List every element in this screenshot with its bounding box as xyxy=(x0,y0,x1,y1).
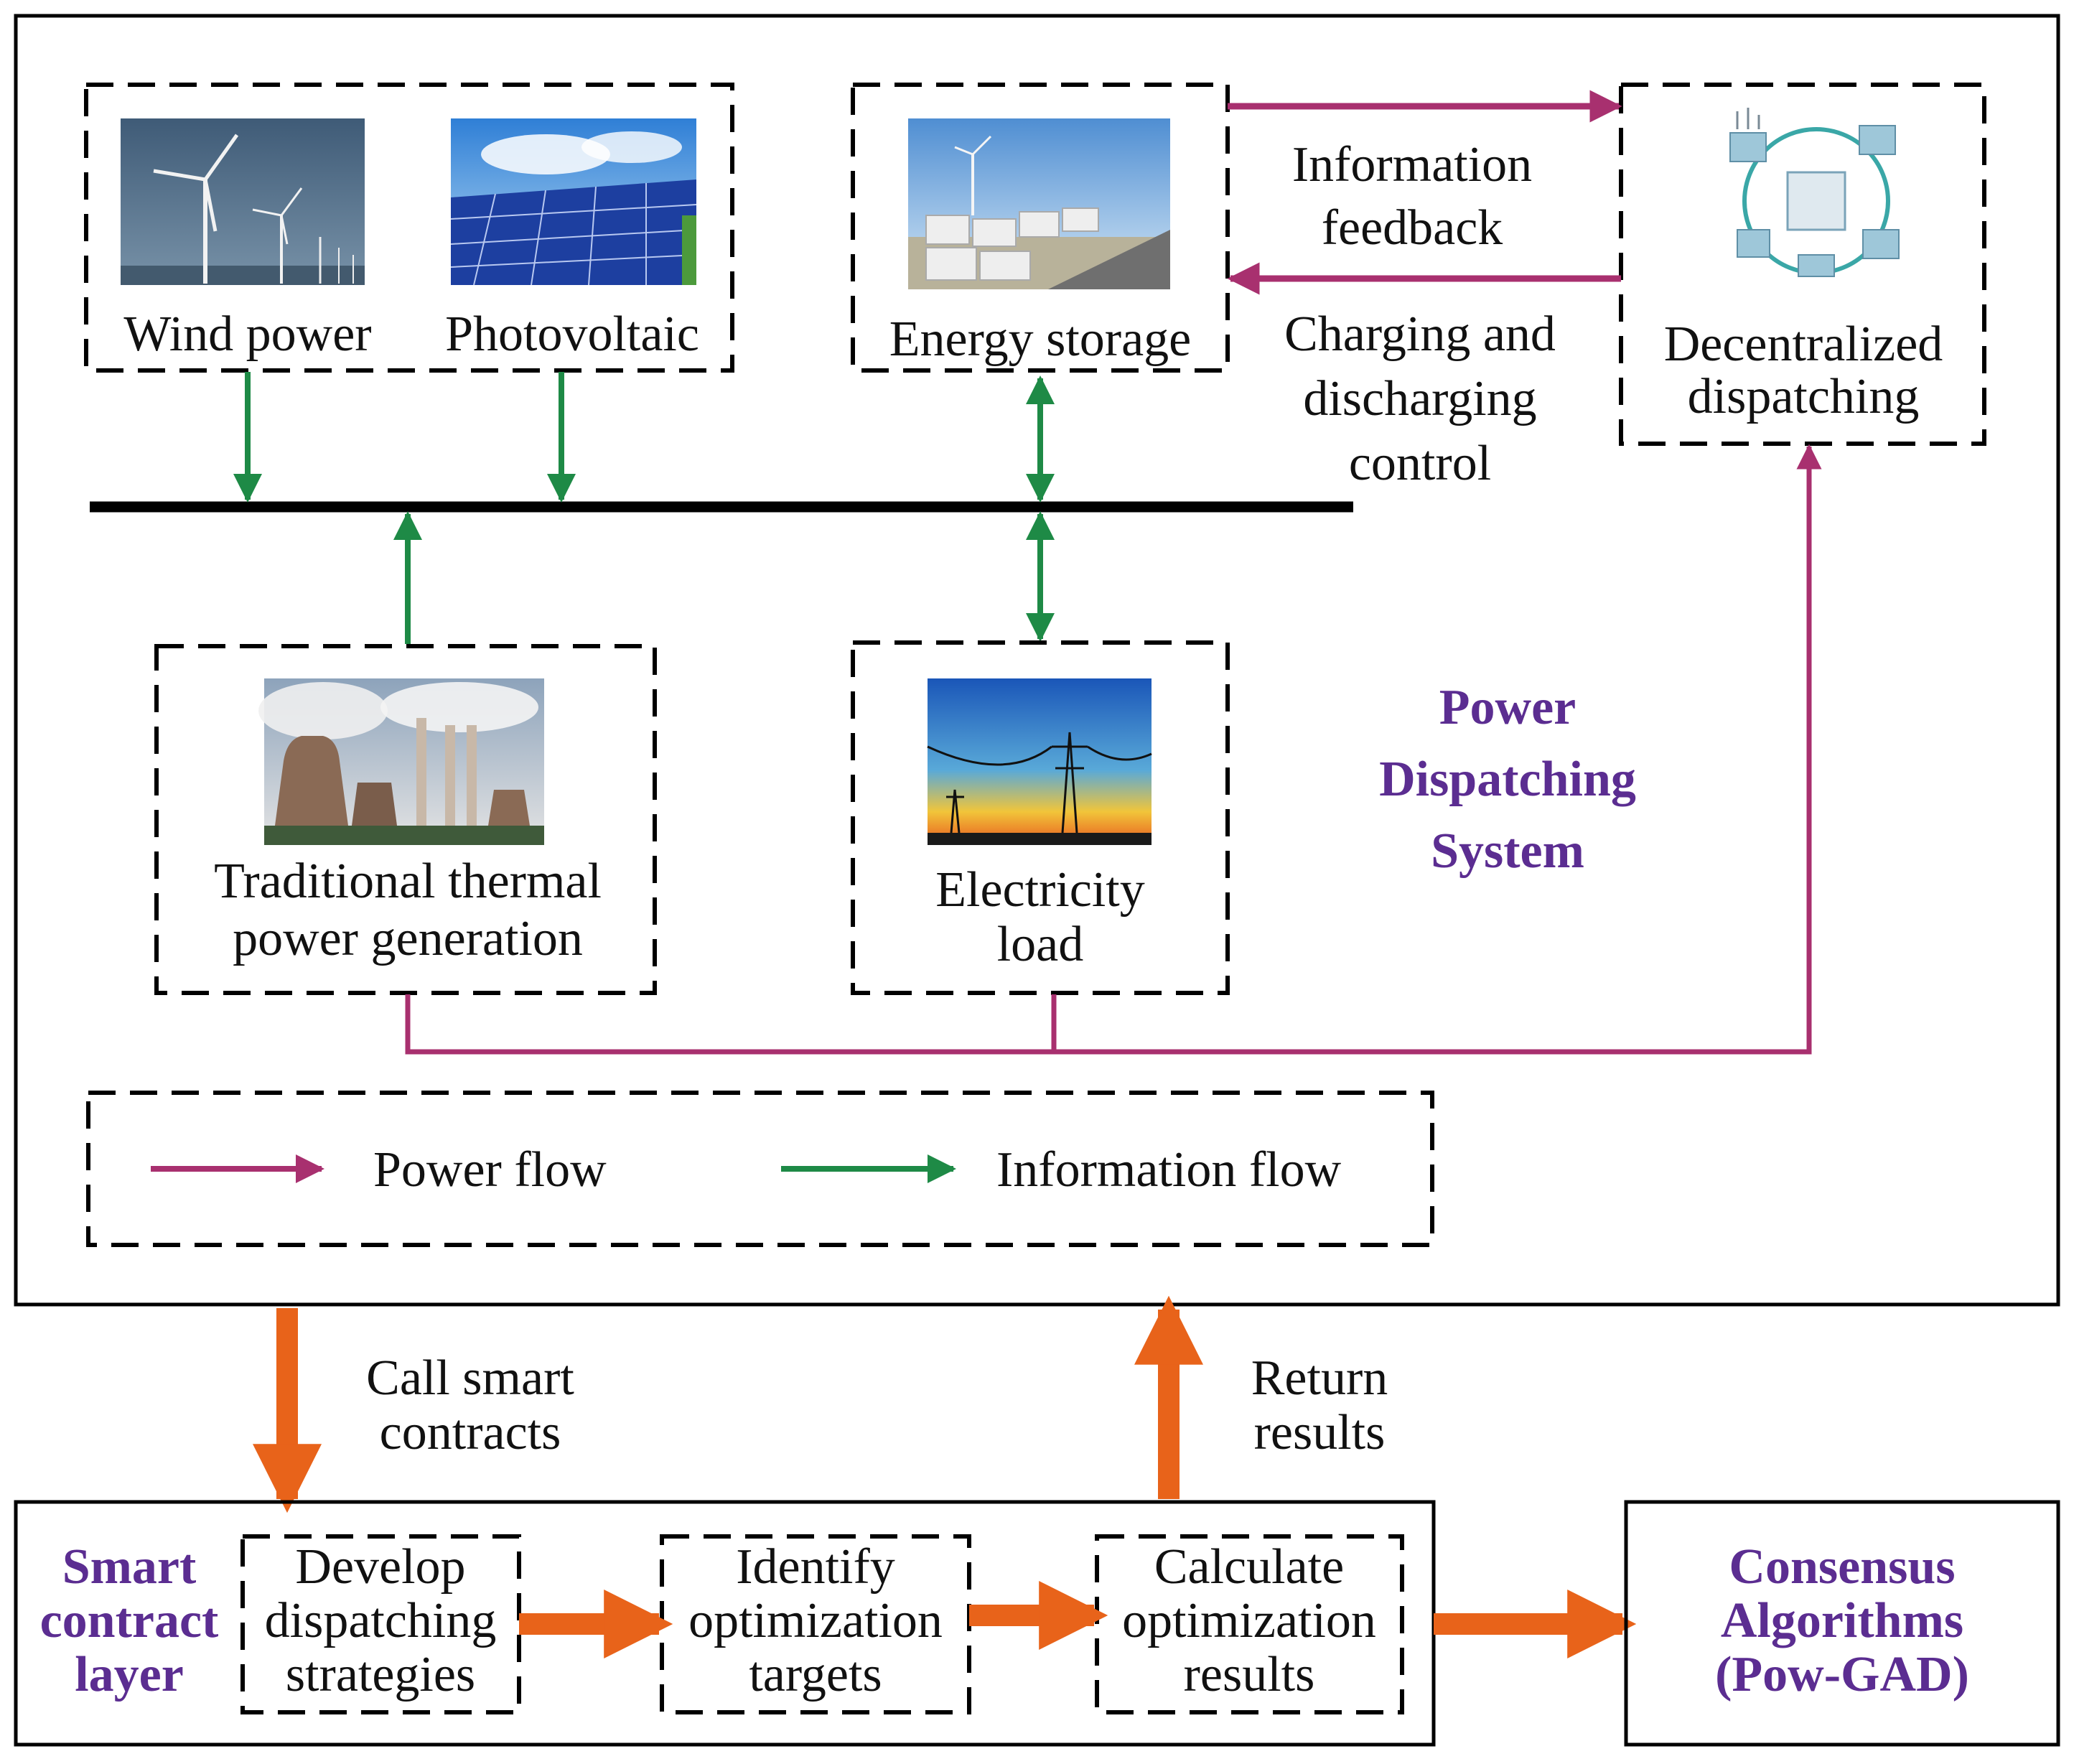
photovoltaic-label: Photovoltaic xyxy=(445,307,699,362)
legend-box xyxy=(86,1091,1434,1247)
calculate-results-line1: Calculate xyxy=(1154,1539,1344,1595)
energy-storage-label: Energy storage xyxy=(889,312,1192,367)
calculate-results-line2: optimization xyxy=(1122,1593,1376,1648)
identify-targets-line1: Identify xyxy=(736,1539,895,1595)
info-feedback-label-line2: feedback xyxy=(1322,200,1503,256)
info-to-dispatch-path xyxy=(405,444,1822,1055)
info-feedback-label-line1: Information xyxy=(1292,137,1532,192)
thermal-plant-image xyxy=(258,678,544,845)
consensus-line2: Algorithms xyxy=(1721,1593,1963,1648)
consensus-line1: Consensus xyxy=(1729,1539,1955,1595)
smart-contract-title-line2: contract xyxy=(40,1593,219,1648)
legend-info-flow-label: Information flow xyxy=(996,1142,1342,1198)
thermal-generation-box xyxy=(154,644,657,995)
return-results-label-line2: results xyxy=(1254,1405,1386,1460)
consensus-box xyxy=(1624,1500,2060,1747)
system-title-line2: Dispatching xyxy=(1379,752,1636,807)
smart-contract-title-line3: layer xyxy=(75,1647,184,1702)
renewables-group-box xyxy=(84,83,734,373)
control-label-line3: control xyxy=(1349,436,1491,491)
network-nodes-icon xyxy=(1729,108,1900,277)
legend-power-flow-label: Power flow xyxy=(373,1142,607,1198)
control-label-line1: Charging and xyxy=(1284,307,1556,362)
control-label-line2: discharging xyxy=(1303,371,1536,426)
decentralized-label-line2: dispatching xyxy=(1688,369,1920,424)
call-contracts-label-line2: contracts xyxy=(380,1405,561,1460)
system-title-line3: System xyxy=(1431,823,1584,879)
develop-strategies-box xyxy=(240,1534,521,1714)
wind-turbine-image xyxy=(121,118,365,285)
load-label-line2: load xyxy=(997,917,1084,972)
calculate-results-line3: results xyxy=(1184,1647,1315,1702)
identify-targets-line2: optimization xyxy=(688,1593,943,1648)
decentralized-label-line1: Decentralized xyxy=(1664,317,1943,372)
develop-strategies-line1: Develop xyxy=(295,1539,465,1595)
load-label-line1: Electricity xyxy=(935,862,1145,918)
calculate-results-box xyxy=(1095,1534,1404,1714)
wind-power-label: Wind power xyxy=(123,307,371,362)
develop-strategies-line3: strategies xyxy=(286,1647,475,1702)
return-results-label-line1: Return xyxy=(1251,1350,1388,1406)
solar-panel-image xyxy=(450,118,697,286)
energy-storage-box xyxy=(851,83,1230,373)
system-frame xyxy=(14,14,2060,1307)
system-title-line1: Power xyxy=(1439,680,1576,735)
transmission-tower-image xyxy=(927,678,1152,845)
call-contracts-label-line1: Call smart xyxy=(366,1350,574,1406)
identify-targets-line3: targets xyxy=(749,1647,882,1702)
thermal-label-line1: Traditional thermal xyxy=(214,854,602,909)
thermal-label-line2: power generation xyxy=(233,911,583,966)
consensus-line3: (Pow-GAD) xyxy=(1715,1647,1969,1702)
develop-strategies-line2: dispatching xyxy=(265,1593,497,1648)
decentralized-dispatching-box xyxy=(1619,83,1986,446)
energy-storage-image xyxy=(908,118,1170,289)
electricity-load-box xyxy=(851,640,1230,995)
smart-contract-title-line1: Smart xyxy=(62,1539,197,1595)
